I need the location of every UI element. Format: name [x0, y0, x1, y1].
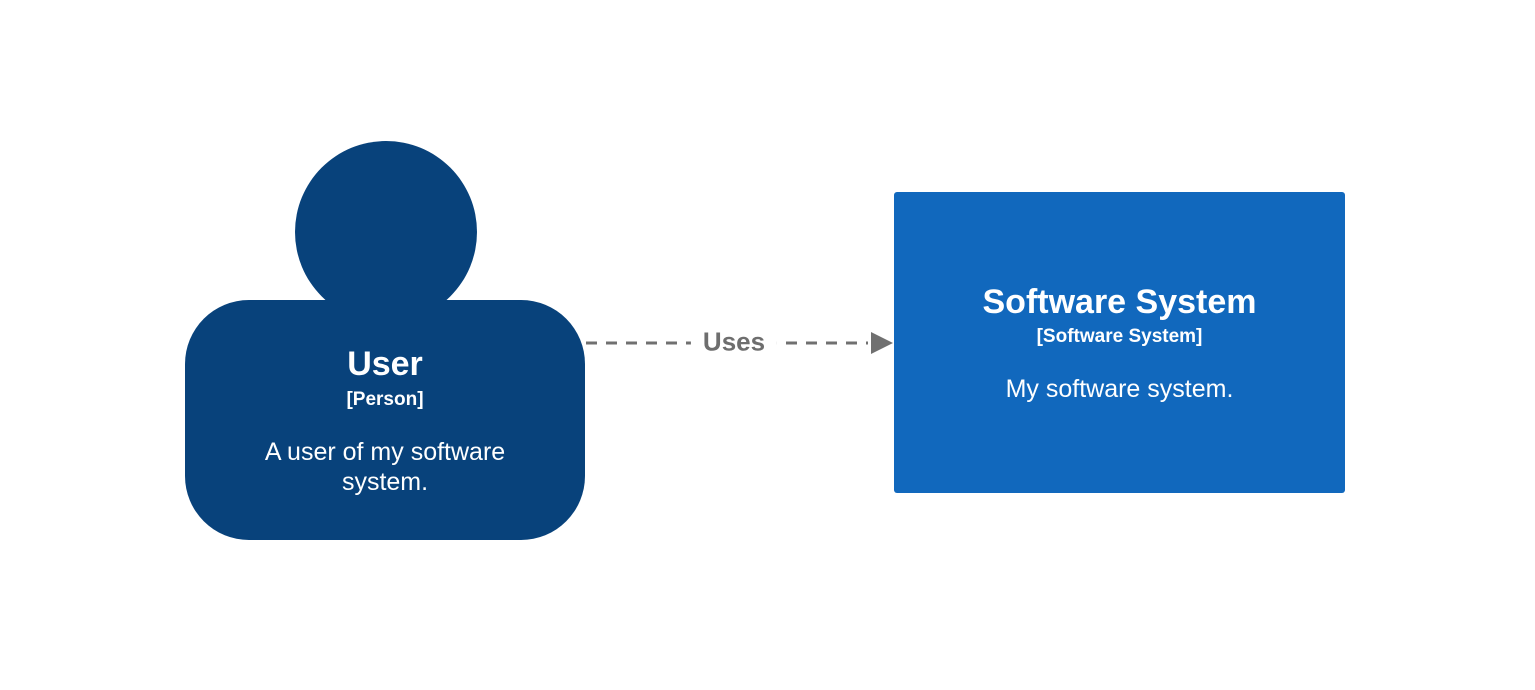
- system-description: My software system.: [1005, 375, 1234, 404]
- system-name: Software System: [982, 282, 1257, 321]
- system-node-software-system[interactable]: Software System [Software System] My sof…: [894, 192, 1345, 493]
- person-description: A user of my software system.: [264, 437, 506, 496]
- person-node-user[interactable]: User [Person] A user of my software syst…: [185, 141, 585, 540]
- person-metadata: [Person]: [346, 388, 424, 410]
- relationship-arrowhead-icon: [871, 332, 893, 354]
- person-name: User: [347, 345, 423, 384]
- person-head-icon: [295, 141, 477, 323]
- person-body: User [Person] A user of my software syst…: [185, 300, 585, 540]
- relationship-label: Uses: [690, 326, 778, 358]
- system-metadata: [Software System]: [1036, 326, 1203, 348]
